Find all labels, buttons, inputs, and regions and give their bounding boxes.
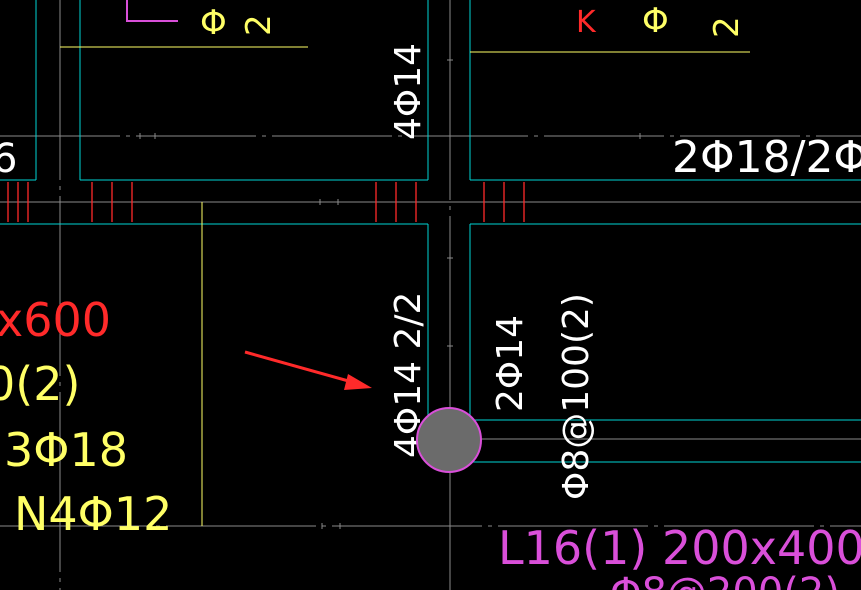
column-marker[interactable] — [416, 407, 482, 473]
beam-outlines — [0, 0, 861, 463]
label-vertical-stirrup: Φ8@100(2) — [556, 293, 597, 500]
label-vertical-upper: 4Φ14 — [388, 43, 429, 140]
tick-marks — [139, 59, 641, 529]
magenta-partial-mark — [126, 0, 128, 22]
label-top-left-partial-1: Φ — [200, 3, 227, 43]
label-bottom-partial: Φ8@200(2) — [610, 570, 840, 590]
label-top-left-partial-2: 2 — [239, 14, 279, 36]
label-left-yellow-n: N4Φ12 — [14, 487, 172, 541]
annotation-arrow — [244, 350, 372, 390]
label-left-yellow-bottom: 3Φ18 — [4, 423, 128, 477]
label-top-right-2: 2 — [707, 16, 747, 38]
label-left-yellow-stirrup: 0(2) — [0, 357, 80, 411]
label-vertical-2phi14: 2Φ14 — [490, 315, 531, 412]
label-right-horizontal: 2Φ18/2Φ — [672, 132, 861, 183]
label-beam-name: L16(1) 200x400 — [498, 521, 861, 575]
magenta-partial-mark-2 — [126, 20, 178, 22]
label-left-edge-partial: 6 — [0, 136, 17, 182]
label-top-right-phi: Φ — [642, 1, 669, 41]
stirrup-hatching — [7, 182, 525, 222]
label-top-right-k: K — [576, 5, 597, 40]
yellow-lines — [60, 46, 750, 526]
label-left-red-size: x600 — [0, 293, 111, 347]
